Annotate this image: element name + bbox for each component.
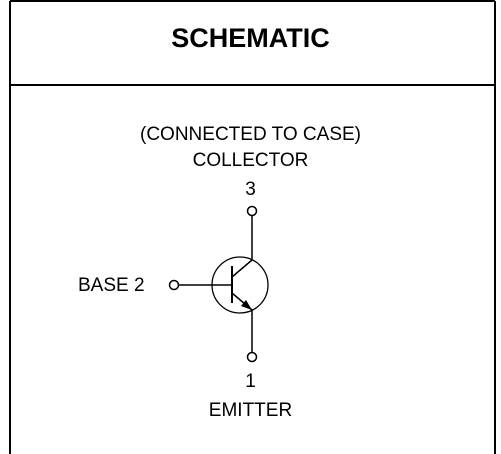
collector-label: COLLECTOR — [192, 150, 309, 171]
collector-pin-number: 3 — [245, 179, 256, 200]
base-label: BASE 2 — [78, 275, 145, 296]
emitter-arrow — [241, 300, 252, 310]
emitter-terminal — [246, 351, 258, 363]
emitter-label: EMITTER — [208, 400, 293, 421]
emitter-pin-number: 1 — [245, 371, 256, 392]
collector-terminal — [246, 205, 258, 217]
case-connection-note: (CONNECTED TO CASE) — [140, 124, 361, 145]
schematic-title: SCHEMATIC — [171, 23, 330, 53]
collector-inner — [231, 259, 253, 278]
base-terminal — [168, 279, 180, 291]
